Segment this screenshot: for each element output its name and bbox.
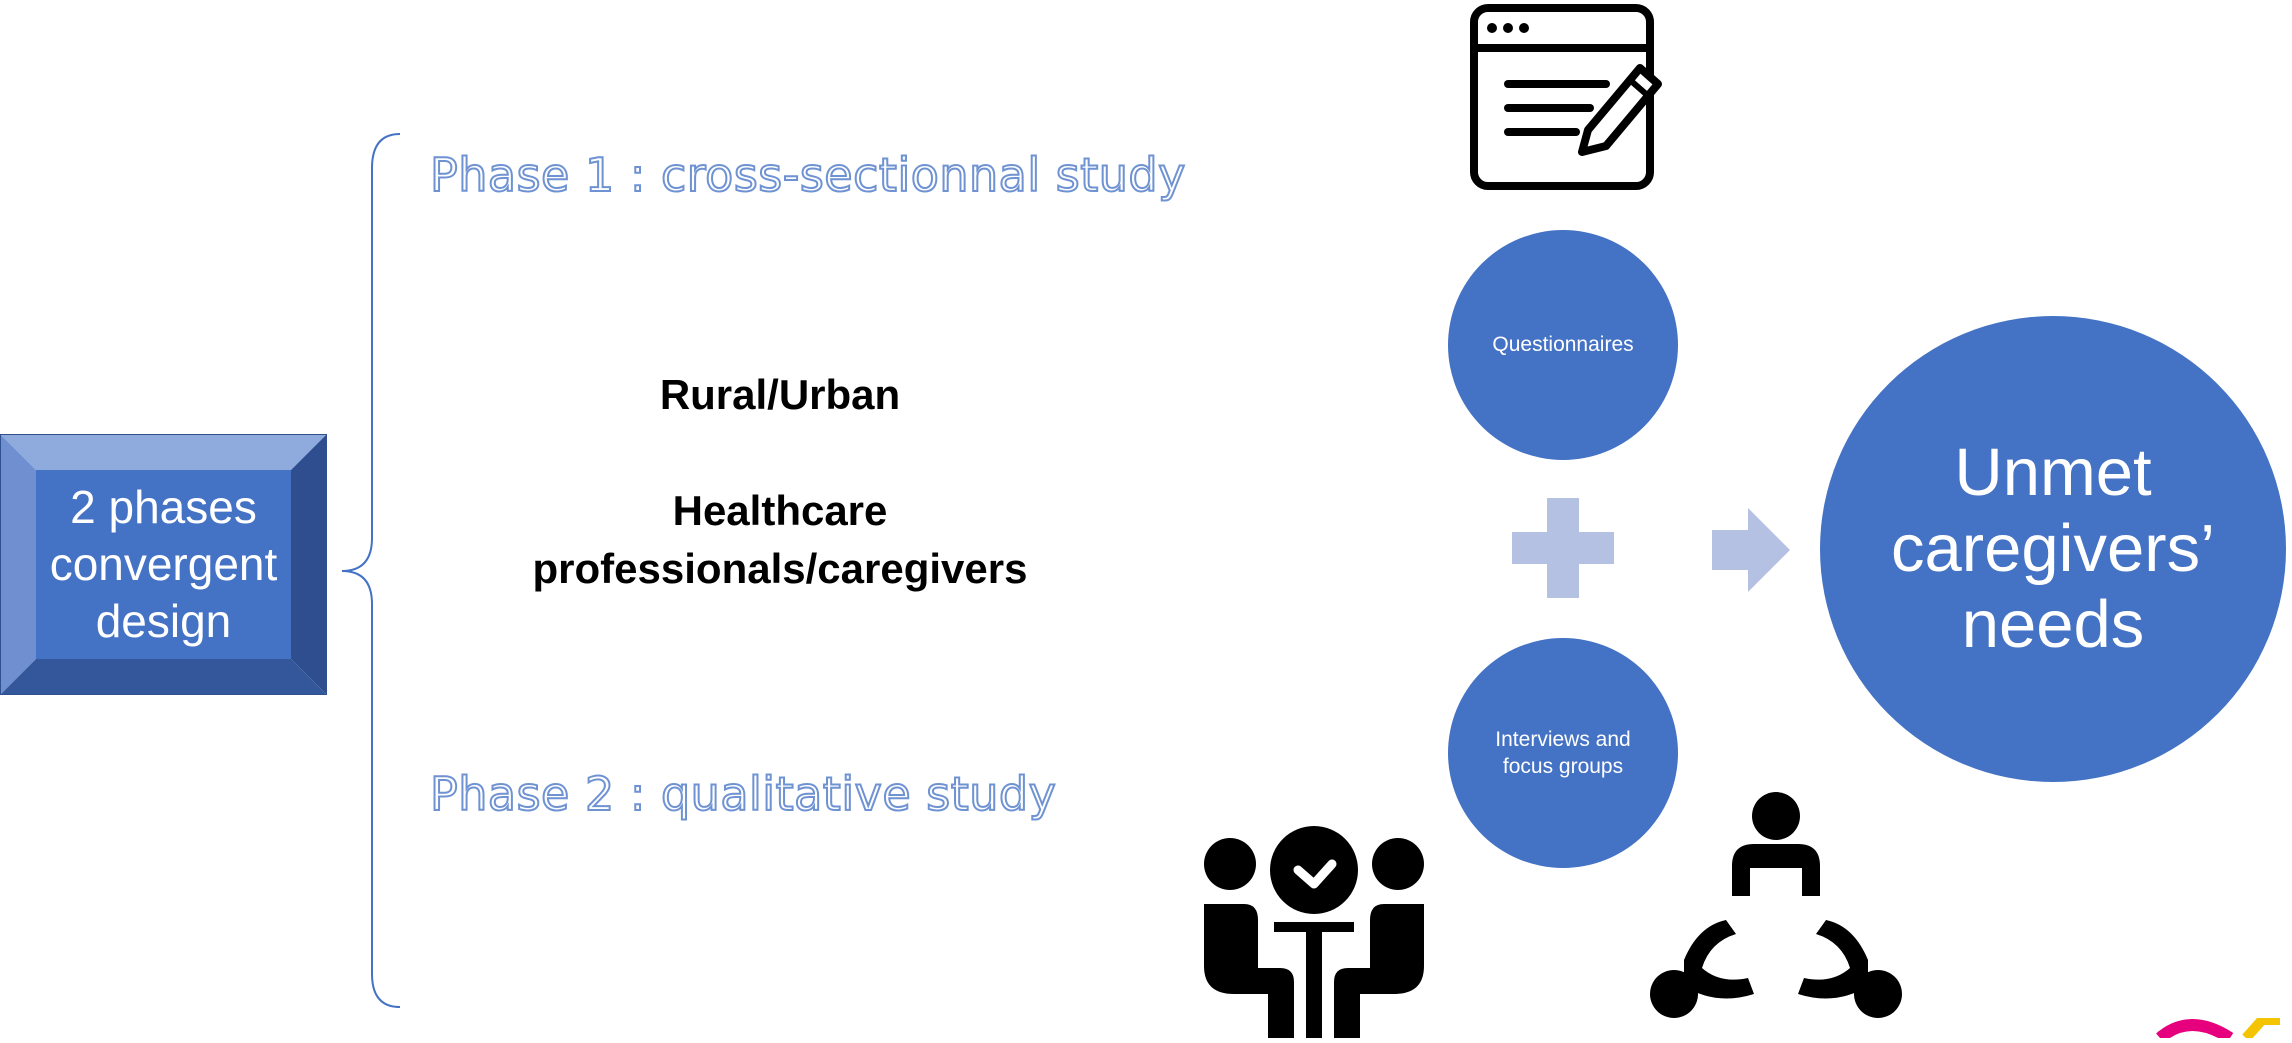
healthcare-line-2: professionals/caregivers [532,545,1028,592]
design-box: 2 phases convergent design [0,434,327,695]
curly-brace [330,128,410,1013]
phase-1-title: Phase 1 : cross-sectionnal study [429,147,1186,203]
arrow-right-icon [1712,508,1790,592]
unmet-needs-label: Unmet caregivers’ needs [1891,435,2215,662]
unmet-needs-circle: Unmet caregivers’ needs [1820,316,2286,782]
interviews-circle: Interviews and focus groups [1448,638,1678,868]
questionnaires-label: Questionnaires [1492,333,1634,356]
interview-icon [1204,826,1424,1038]
design-box-label: 2 phases convergent design [49,481,278,647]
plus-icon [1512,498,1614,598]
design-box-bevel [0,434,327,695]
group-discussion-icon [1650,792,1902,1022]
phase-2-title: Phase 2 : qualitative study [429,766,1057,822]
interviews-label: Interviews and focus groups [1495,728,1631,778]
corner-logo [2150,1015,2292,1043]
form-edit-icon [1470,4,1670,190]
questionnaires-circle: Questionnaires [1448,230,1678,460]
healthcare-label: Healthcare professionals/caregivers [480,482,1080,598]
rural-urban-label: Rural/Urban [659,371,901,418]
healthcare-line-1: Healthcare [672,487,888,534]
